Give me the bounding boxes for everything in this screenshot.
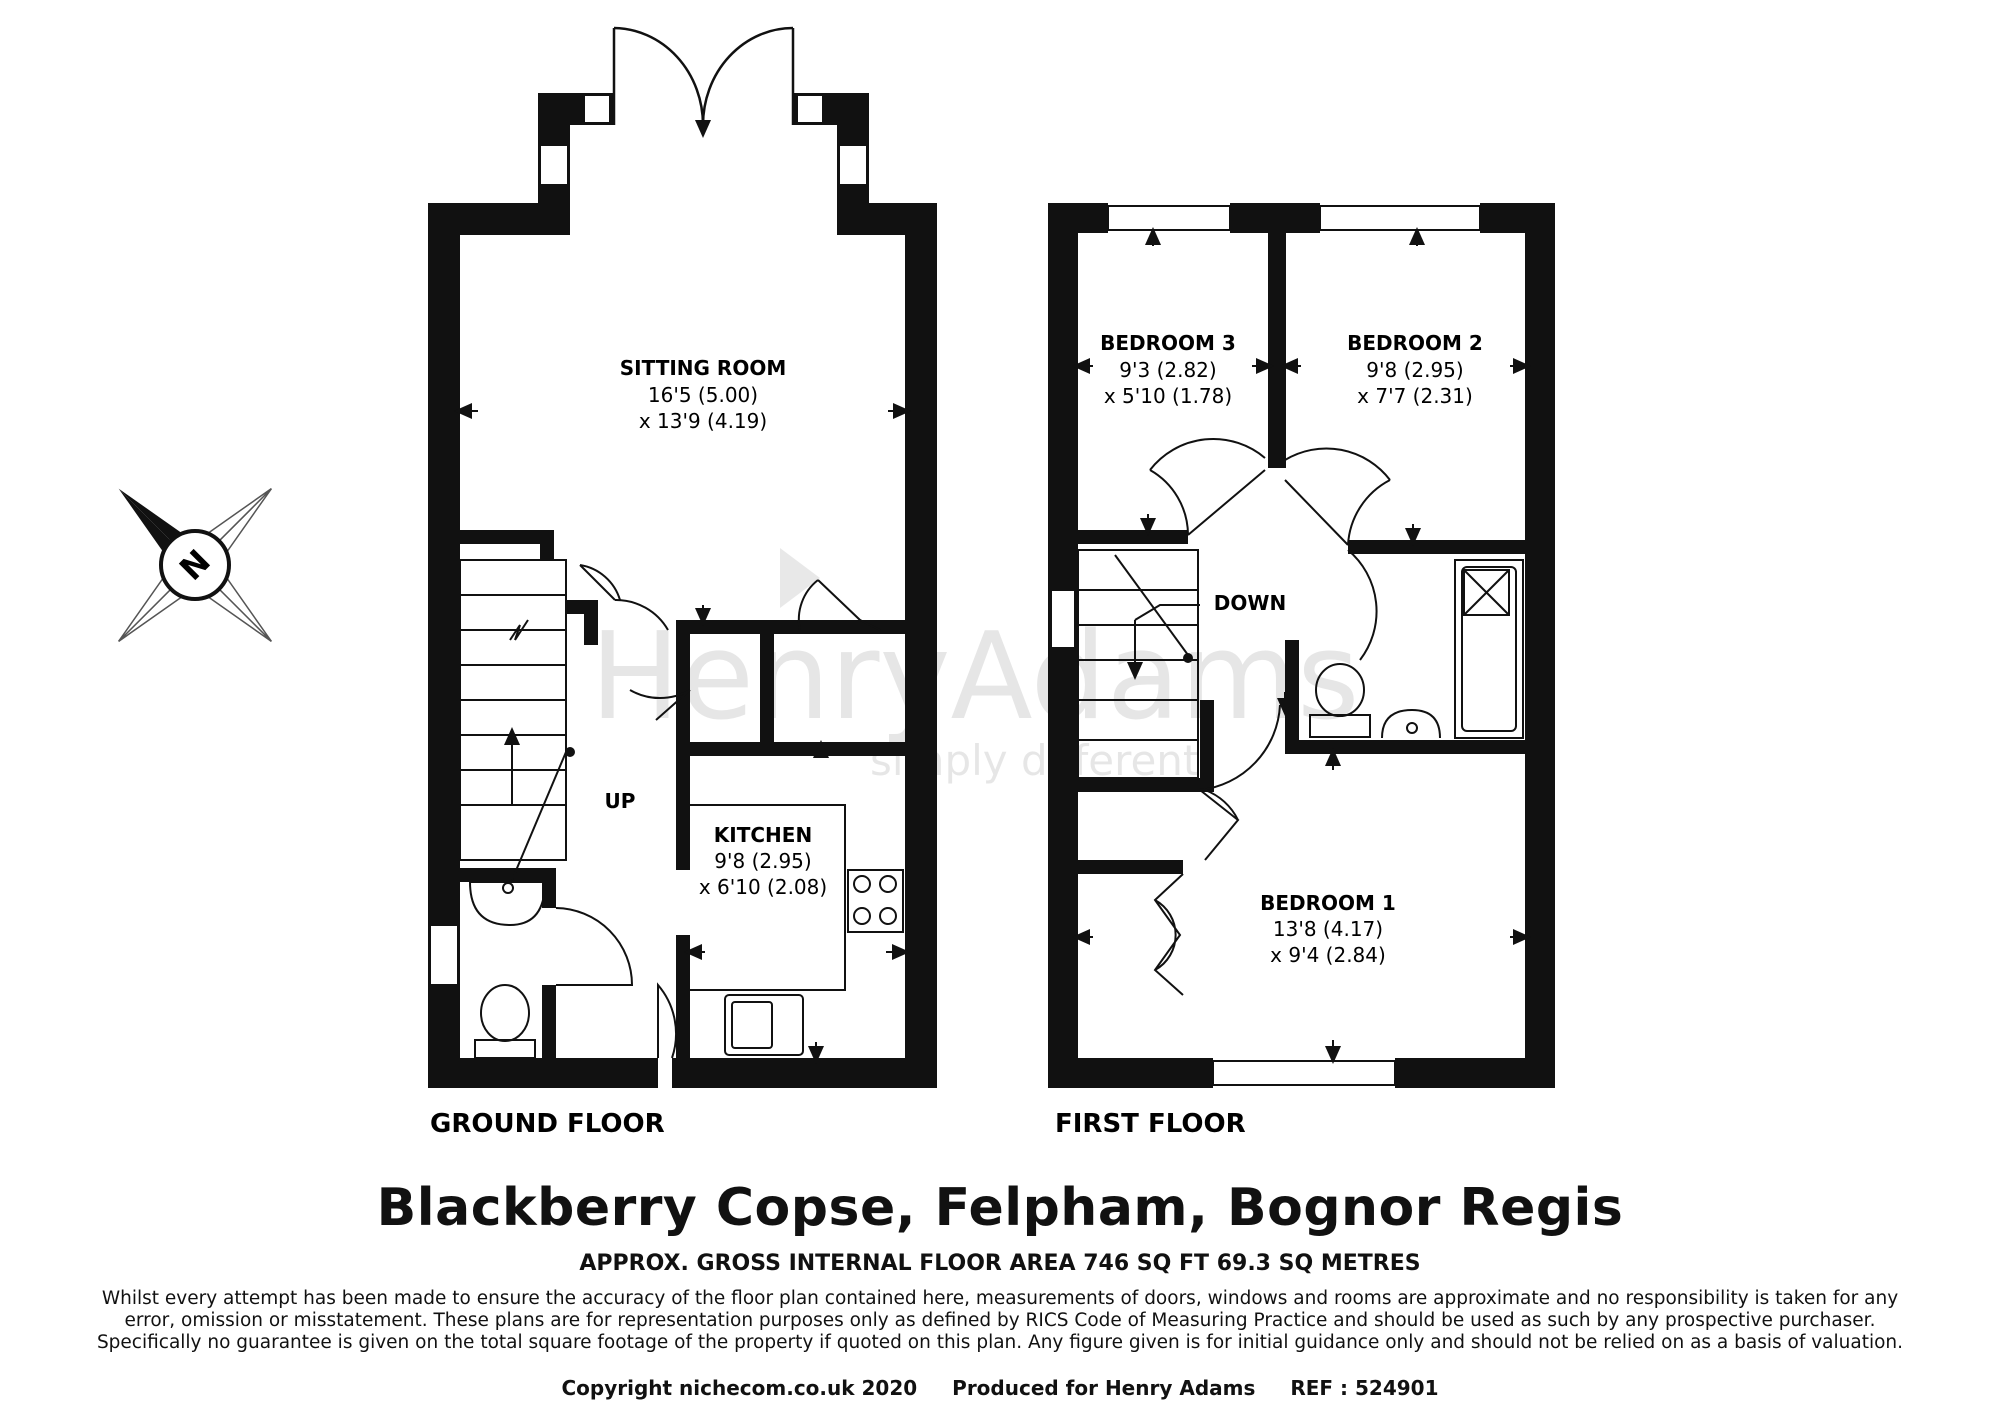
room-bedroom-2-dim2: x 7'7 (2.31)	[1357, 384, 1473, 408]
room-bedroom-3-name: BEDROOM 3	[1100, 331, 1236, 355]
disclaimer-text: Whilst every attempt has been made to en…	[96, 1288, 1904, 1353]
property-title: Blackberry Copse, Felpham, Bognor Regis	[376, 1178, 1624, 1238]
room-bedroom-2-dim1: 9'8 (2.95)	[1366, 358, 1463, 382]
first-dimension-arrows	[1072, 227, 1531, 1064]
room-kitchen-dim2: x 6'10 (2.08)	[699, 875, 827, 899]
room-sitting-room-dim2: x 13'9 (4.19)	[639, 409, 767, 433]
footer: Copyright nichecom.co.uk 2020 Produced f…	[0, 1376, 2000, 1400]
room-sitting-room-dim1: 16'5 (5.00)	[648, 383, 758, 407]
ground-doors	[555, 564, 881, 1059]
first-floor-doors	[1149, 438, 1391, 996]
first-floor-label: FIRST FLOOR	[1055, 1109, 1246, 1139]
room-bedroom-1-dim1: 13'8 (4.17)	[1273, 917, 1383, 941]
first-floor-stairs	[1077, 549, 1200, 779]
patio-doors	[612, 26, 795, 126]
ground-floor-openings	[429, 30, 868, 986]
room-bedroom-3-dim1: 9'3 (2.82)	[1119, 358, 1216, 382]
first-floor	[1048, 203, 1555, 1088]
room-bedroom-2-name: BEDROOM 2	[1347, 331, 1483, 355]
ground-floor	[428, 93, 937, 1088]
footer-copyright: Copyright nichecom.co.uk 2020	[561, 1376, 918, 1400]
room-kitchen-name: KITCHEN	[714, 823, 812, 847]
first-stairs-label: DOWN	[1214, 591, 1286, 615]
floor-plan-diagram: HenryAdams simply different N	[118, 26, 1555, 1139]
room-bedroom-3-dim2: x 5'10 (1.78)	[1104, 384, 1232, 408]
first-floor-windows	[1050, 205, 1481, 1086]
room-kitchen-dim1: 9'8 (2.95)	[714, 849, 811, 873]
floor-area-subtitle: APPROX. GROSS INTERNAL FLOOR AREA 746 SQ…	[579, 1251, 1421, 1276]
footer-ref: REF : 524901	[1290, 1376, 1439, 1400]
ground-floor-label: GROUND FLOOR	[430, 1109, 665, 1139]
kitchen-units	[690, 804, 904, 1056]
ground-dimension-arrows	[454, 120, 911, 1064]
bathroom-fixtures	[1309, 559, 1524, 739]
ground-stairs-label: UP	[605, 789, 636, 813]
ground-wc-fixtures	[468, 881, 547, 1059]
room-bedroom-1-dim2: x 9'4 (2.84)	[1270, 943, 1386, 967]
room-bedroom-1-name: BEDROOM 1	[1260, 891, 1396, 915]
compass-ring	[159, 529, 231, 601]
ground-stairs	[459, 559, 567, 881]
footer-produced: Produced for Henry Adams	[952, 1376, 1256, 1400]
room-sitting-room-name: SITTING ROOM	[620, 356, 786, 380]
